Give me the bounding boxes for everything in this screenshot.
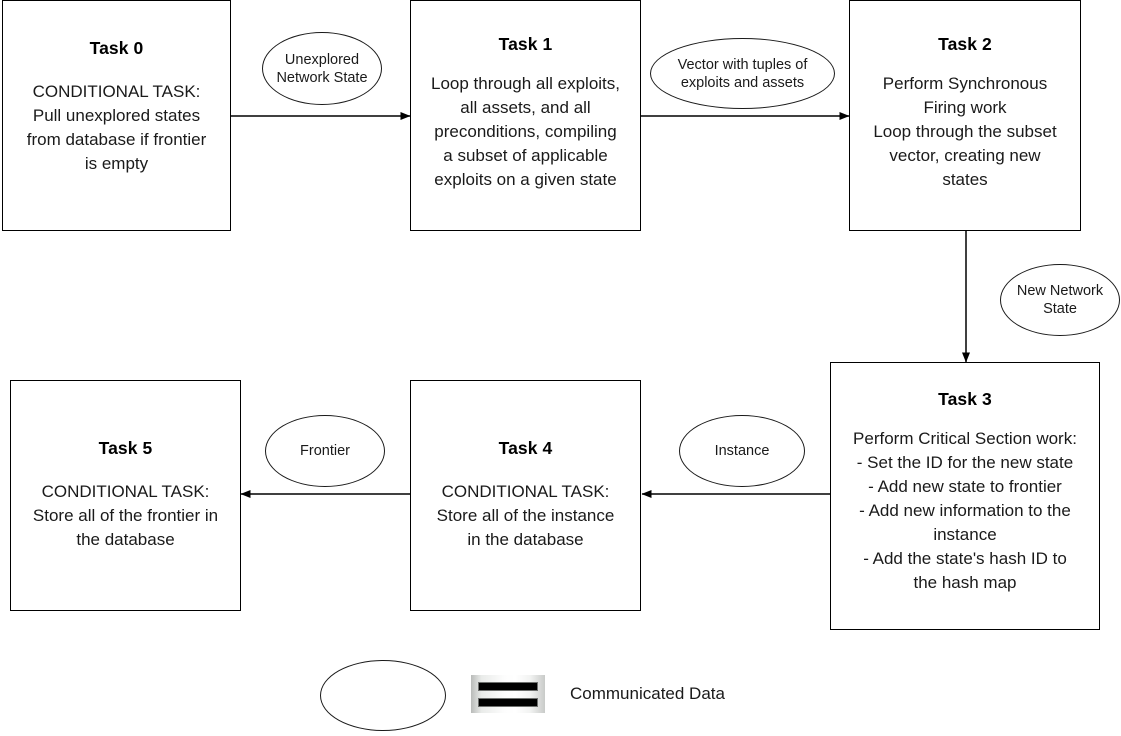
node-task0-title: Task 0	[89, 38, 144, 58]
data-label-frontier[interactable]: Frontier	[265, 415, 385, 487]
equals-icon-bar-top	[478, 681, 538, 691]
node-task2-title: Task 2	[938, 34, 992, 54]
node-task1-title: Task 1	[498, 34, 553, 54]
equals-icon	[471, 675, 545, 713]
node-task3-title: Task 3	[938, 389, 992, 409]
node-task1[interactable]: Task 1 Loop through all exploits, all as…	[410, 0, 641, 231]
node-task1-body: Loop through all exploits, all assets, a…	[430, 74, 621, 189]
node-task3[interactable]: Task 3 Perform Critical Section work: - …	[830, 362, 1100, 630]
node-task0[interactable]: Task 0 CONDITIONAL TASK: Pull unexplored…	[2, 0, 231, 231]
node-task4-title: Task 4	[498, 438, 553, 458]
node-task5-body: CONDITIONAL TASK: Store all of the front…	[32, 482, 219, 549]
node-task2[interactable]: Task 2 Perform Synchronous Firing work L…	[849, 0, 1081, 231]
data-label-unexplored-network-state[interactable]: Unexplored Network State	[262, 32, 382, 105]
node-task0-body: CONDITIONAL TASK: Pull unexplored states…	[26, 82, 207, 173]
node-task5[interactable]: Task 5 CONDITIONAL TASK: Store all of th…	[10, 380, 241, 611]
data-label-new-network-state[interactable]: New Network State	[1000, 264, 1120, 336]
node-task4[interactable]: Task 4 CONDITIONAL TASK: Store all of th…	[410, 380, 641, 611]
data-label-vector-tuples[interactable]: Vector with tuples of exploits and asset…	[650, 38, 835, 109]
node-task3-body: Perform Critical Section work: - Set the…	[853, 429, 1077, 592]
node-task4-body: CONDITIONAL TASK: Store all of the insta…	[436, 482, 615, 549]
node-task5-title: Task 5	[98, 438, 153, 458]
node-task2-body: Perform Synchronous Firing work Loop thr…	[873, 74, 1057, 189]
data-label-instance[interactable]: Instance	[679, 415, 805, 487]
legend-label: Communicated Data	[570, 684, 725, 703]
legend-ellipse-shape	[320, 660, 446, 731]
equals-icon-bar-bottom	[478, 697, 538, 707]
